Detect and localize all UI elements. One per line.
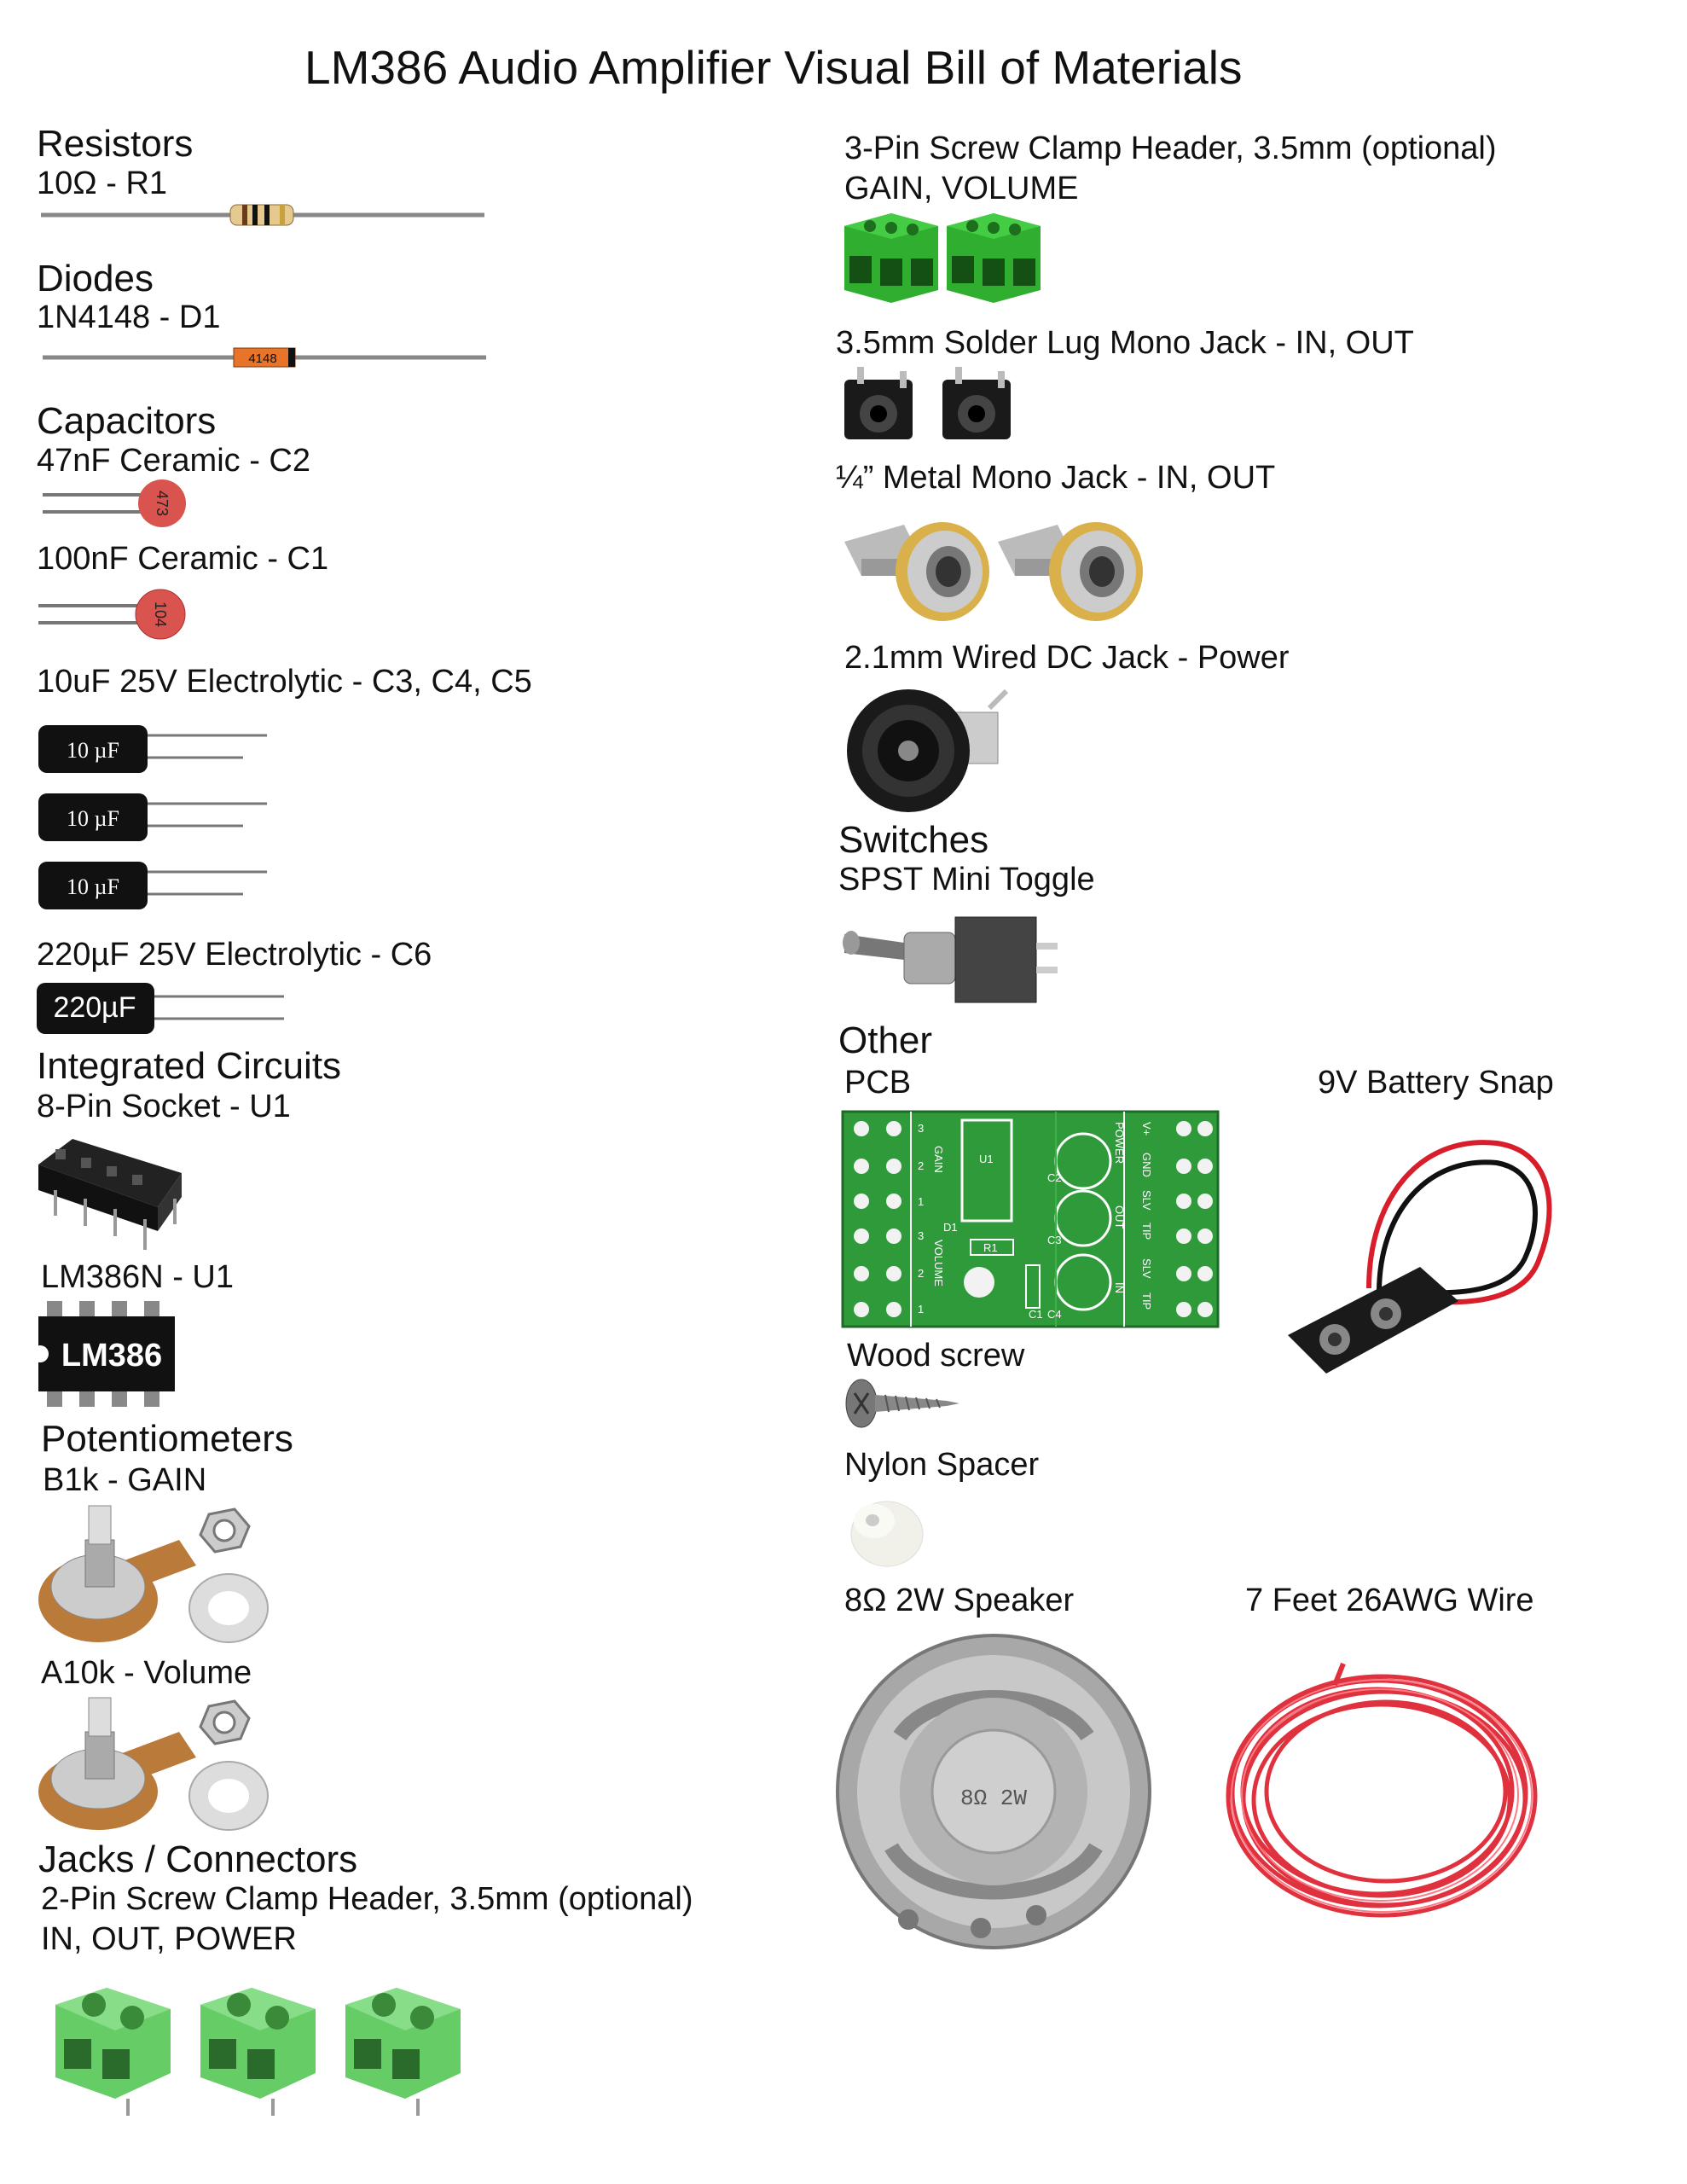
ic-socket-image bbox=[38, 1130, 183, 1258]
heading-jacks-connectors: Jacks / Connectors bbox=[38, 1838, 358, 1880]
wood-screw-image bbox=[844, 1378, 964, 1429]
pcb-label-tip: TIP bbox=[1140, 1223, 1153, 1240]
label-wood-screw: Wood screw bbox=[847, 1338, 1025, 1374]
label-3pin-header-uses: GAIN, VOLUME bbox=[844, 171, 1079, 206]
label-spst-toggle: SPST Mini Toggle bbox=[838, 862, 1095, 897]
heading-resistors: Resistors bbox=[37, 123, 194, 165]
pcb-label-pin3: 3 bbox=[918, 1122, 924, 1135]
wire-coil-image bbox=[1215, 1662, 1548, 1928]
label-diode-d1: 1N4148 - D1 bbox=[37, 299, 221, 335]
diode-marking: 4148 bbox=[248, 351, 276, 366]
label-lm386-u1: LM386N - U1 bbox=[41, 1259, 234, 1295]
pcb-label-volume: VOLUME bbox=[932, 1240, 945, 1287]
potentiometer-b1k-image bbox=[34, 1505, 269, 1651]
label-cap-c3-c5: 10uF 25V Electrolytic - C3, C4, C5 bbox=[37, 664, 532, 700]
heading-capacitors: Capacitors bbox=[37, 400, 217, 442]
pcb-label-c1: C1 bbox=[1029, 1308, 1043, 1321]
electrolytic-mark: 10 µF bbox=[67, 874, 119, 899]
label-metal-jack: ¼” Metal Mono Jack - IN, OUT bbox=[836, 460, 1276, 496]
diode-image: 4148 bbox=[43, 346, 486, 369]
pcb-label-in: IN bbox=[1113, 1282, 1126, 1293]
heading-other: Other bbox=[838, 1019, 933, 1061]
label-cap-c1: 100nF Ceramic - C1 bbox=[37, 541, 329, 577]
electrolytic-mark-220: 220µF bbox=[53, 991, 136, 1024]
pcb-label-power: POWER bbox=[1113, 1122, 1126, 1164]
pcb-label-pin2-b: 2 bbox=[918, 1267, 924, 1280]
screw-terminal-2pin-2 bbox=[192, 1971, 320, 2116]
label-resistor-r1: 10Ω - R1 bbox=[37, 166, 168, 201]
pcb-label-vplus: V+ bbox=[1140, 1122, 1153, 1136]
metal-jack-1 bbox=[844, 508, 998, 627]
pcb-label-gnd: GND bbox=[1140, 1153, 1153, 1177]
speaker-image: 8Ω 2W bbox=[832, 1634, 1164, 1958]
electrolytic-cap-2: 10 µF bbox=[38, 792, 269, 845]
label-2pin-header-uses: IN, OUT, POWER bbox=[41, 1921, 297, 1957]
electrolytic-cap-3: 10 µF bbox=[38, 860, 269, 913]
label-pot-volume: A10k - Volume bbox=[41, 1655, 252, 1691]
label-cap-c6: 220µF 25V Electrolytic - C6 bbox=[37, 937, 432, 973]
heading-diodes: Diodes bbox=[37, 258, 154, 299]
ceramic-code-473: 473 bbox=[154, 491, 171, 516]
heading-switches: Switches bbox=[838, 819, 989, 861]
label-3pin-header: 3-Pin Screw Clamp Header, 3.5mm (optiona… bbox=[844, 131, 1497, 166]
pcb-label-tip-2: TIP bbox=[1140, 1292, 1153, 1310]
electrolytic-cap-c6: 220µF bbox=[37, 981, 293, 1037]
toggle-switch-image bbox=[843, 909, 1058, 1011]
resistor-image bbox=[41, 201, 484, 229]
solder-lug-jack-1 bbox=[840, 367, 925, 448]
pcb-label-r1: R1 bbox=[983, 1241, 998, 1254]
label-pcb: PCB bbox=[844, 1065, 912, 1101]
pcb-label-u1: U1 bbox=[979, 1153, 994, 1165]
label-wire: 7 Feet 26AWG Wire bbox=[1245, 1583, 1534, 1618]
battery-snap-image bbox=[1284, 1130, 1565, 1378]
pcb-label-pin3-b: 3 bbox=[918, 1229, 924, 1242]
pcb-label-pin1-b: 1 bbox=[918, 1303, 924, 1316]
speaker-marking: 8Ω 2W bbox=[960, 1786, 1027, 1811]
screw-terminal-2pin-3 bbox=[337, 1971, 465, 2116]
label-cap-c2: 47nF Ceramic - C2 bbox=[37, 443, 310, 479]
metal-jack-2 bbox=[998, 508, 1151, 627]
chip-marking: LM386 bbox=[61, 1338, 162, 1374]
solder-lug-jack-2 bbox=[938, 367, 1023, 448]
screw-terminal-2pin-1 bbox=[47, 1971, 175, 2116]
electrolytic-mark: 10 µF bbox=[67, 806, 119, 831]
electrolytic-cap-1: 10 µF bbox=[38, 723, 269, 776]
pcb-label-slv: SLV bbox=[1140, 1190, 1153, 1211]
label-nylon-spacer: Nylon Spacer bbox=[844, 1447, 1040, 1483]
ceramic-code-104: 104 bbox=[152, 601, 169, 627]
label-dc-jack: 2.1mm Wired DC Jack - Power bbox=[844, 640, 1290, 676]
label-speaker: 8Ω 2W Speaker bbox=[844, 1583, 1075, 1618]
electrolytic-mark: 10 µF bbox=[67, 738, 119, 763]
screw-terminal-3pin-2 bbox=[947, 209, 1045, 311]
label-2pin-header: 2-Pin Screw Clamp Header, 3.5mm (optiona… bbox=[41, 1881, 693, 1917]
potentiometer-a10k-image bbox=[34, 1697, 269, 1834]
heading-integrated-circuits: Integrated Circuits bbox=[37, 1045, 342, 1087]
lm386-chip-image: LM386 bbox=[32, 1301, 183, 1408]
pcb-label-pin2: 2 bbox=[918, 1159, 924, 1172]
page-title: LM386 Audio Amplifier Visual Bill of Mat… bbox=[304, 41, 1243, 94]
label-solder-lug-jack: 3.5mm Solder Lug Mono Jack - IN, OUT bbox=[836, 325, 1414, 361]
pcb-label-out: OUT bbox=[1113, 1205, 1126, 1229]
label-pot-gain: B1k - GAIN bbox=[43, 1462, 207, 1498]
pcb-image: U1 C2 D1 R1 C3 C1 C4 GAIN VOLUME POWER V… bbox=[841, 1110, 1220, 1329]
pcb-label-d1: D1 bbox=[943, 1221, 958, 1234]
pcb-label-gain: GAIN bbox=[932, 1146, 945, 1173]
nylon-spacer-image bbox=[849, 1491, 934, 1568]
pcb-label-slv-2: SLV bbox=[1140, 1258, 1153, 1279]
screw-terminal-3pin-1 bbox=[844, 209, 942, 311]
ceramic-cap-c2: 473 bbox=[43, 478, 196, 529]
pcb-label-c2: C2 bbox=[1047, 1171, 1062, 1184]
pcb-label-c4: C4 bbox=[1047, 1308, 1062, 1321]
dc-jack-image bbox=[844, 682, 1015, 819]
pcb-label-pin1: 1 bbox=[918, 1195, 924, 1208]
label-battery-snap: 9V Battery Snap bbox=[1318, 1065, 1554, 1101]
heading-potentiometers: Potentiometers bbox=[41, 1418, 293, 1460]
pcb-label-c3: C3 bbox=[1047, 1234, 1062, 1246]
ceramic-cap-c1: 104 bbox=[38, 587, 192, 640]
label-socket-u1: 8-Pin Socket - U1 bbox=[37, 1089, 291, 1124]
